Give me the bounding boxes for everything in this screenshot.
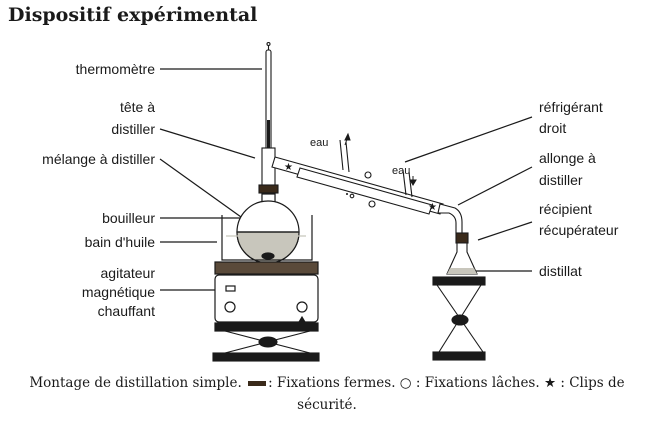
label-recipient-line2: récupérateur bbox=[539, 222, 619, 238]
label-distillat: distillat bbox=[539, 263, 582, 279]
page-title: Dispositif expérimental bbox=[8, 4, 258, 26]
water-arrows bbox=[344, 132, 417, 186]
leader-allonge bbox=[457, 166, 533, 206]
leader-recipient bbox=[477, 221, 533, 241]
label-recipient-line1: récipient bbox=[539, 201, 592, 217]
label-agitateur-line1: agitateur bbox=[100, 265, 155, 281]
label-allonge-line1: allonge à bbox=[539, 150, 596, 166]
label-agitateur-line3: chauffant bbox=[97, 303, 155, 319]
svg-text:★: ★ bbox=[284, 162, 293, 173]
figure-caption: Montage de distillation simple. : Fixati… bbox=[0, 372, 654, 416]
caption-part1: Montage de distillation simple. bbox=[29, 375, 242, 391]
circle-symbol: ○ bbox=[399, 375, 412, 391]
label-refrigerant-line2: droit bbox=[539, 120, 567, 136]
label-eau-in: eau bbox=[392, 165, 411, 177]
label-refrigerant-line1: réfrigérant bbox=[539, 99, 603, 115]
label-allonge-line2: distiller bbox=[539, 172, 583, 188]
label-tete-line2: distiller bbox=[111, 121, 155, 137]
stirrer-hotplate bbox=[214, 261, 319, 332]
caption-part4: : Clips de sécurité. bbox=[297, 375, 625, 413]
label-bain: bain d'huile bbox=[84, 234, 155, 250]
label-agitateur-line2: magnétique bbox=[81, 284, 155, 300]
star-symbol: ★ bbox=[543, 375, 557, 391]
caption-part2: : Fixations fermes. bbox=[268, 375, 400, 391]
label-tete-line1: tête à bbox=[119, 99, 155, 115]
receiving-flask bbox=[446, 232, 478, 275]
lab-jack bbox=[212, 330, 320, 362]
boiling-flask bbox=[236, 193, 300, 264]
oil-bath bbox=[221, 215, 313, 261]
label-thermometre: thermomètre bbox=[75, 61, 155, 77]
safety-clips: ★ ★ bbox=[284, 162, 437, 213]
fixation-ferme-symbol bbox=[248, 381, 267, 386]
label-eau-out: eau bbox=[310, 137, 329, 149]
svg-text:★: ★ bbox=[428, 202, 437, 213]
receiving-stand bbox=[432, 276, 486, 361]
adapter bbox=[437, 203, 463, 234]
leader-refrigerant bbox=[404, 116, 533, 163]
condenser bbox=[271, 139, 444, 215]
leader-tete bbox=[159, 128, 256, 159]
label-bouilleur: bouilleur bbox=[102, 210, 155, 226]
thermometer bbox=[265, 41, 272, 153]
label-melange: mélange à distiller bbox=[42, 151, 155, 167]
caption-part3: : Fixations lâches. bbox=[411, 375, 544, 391]
